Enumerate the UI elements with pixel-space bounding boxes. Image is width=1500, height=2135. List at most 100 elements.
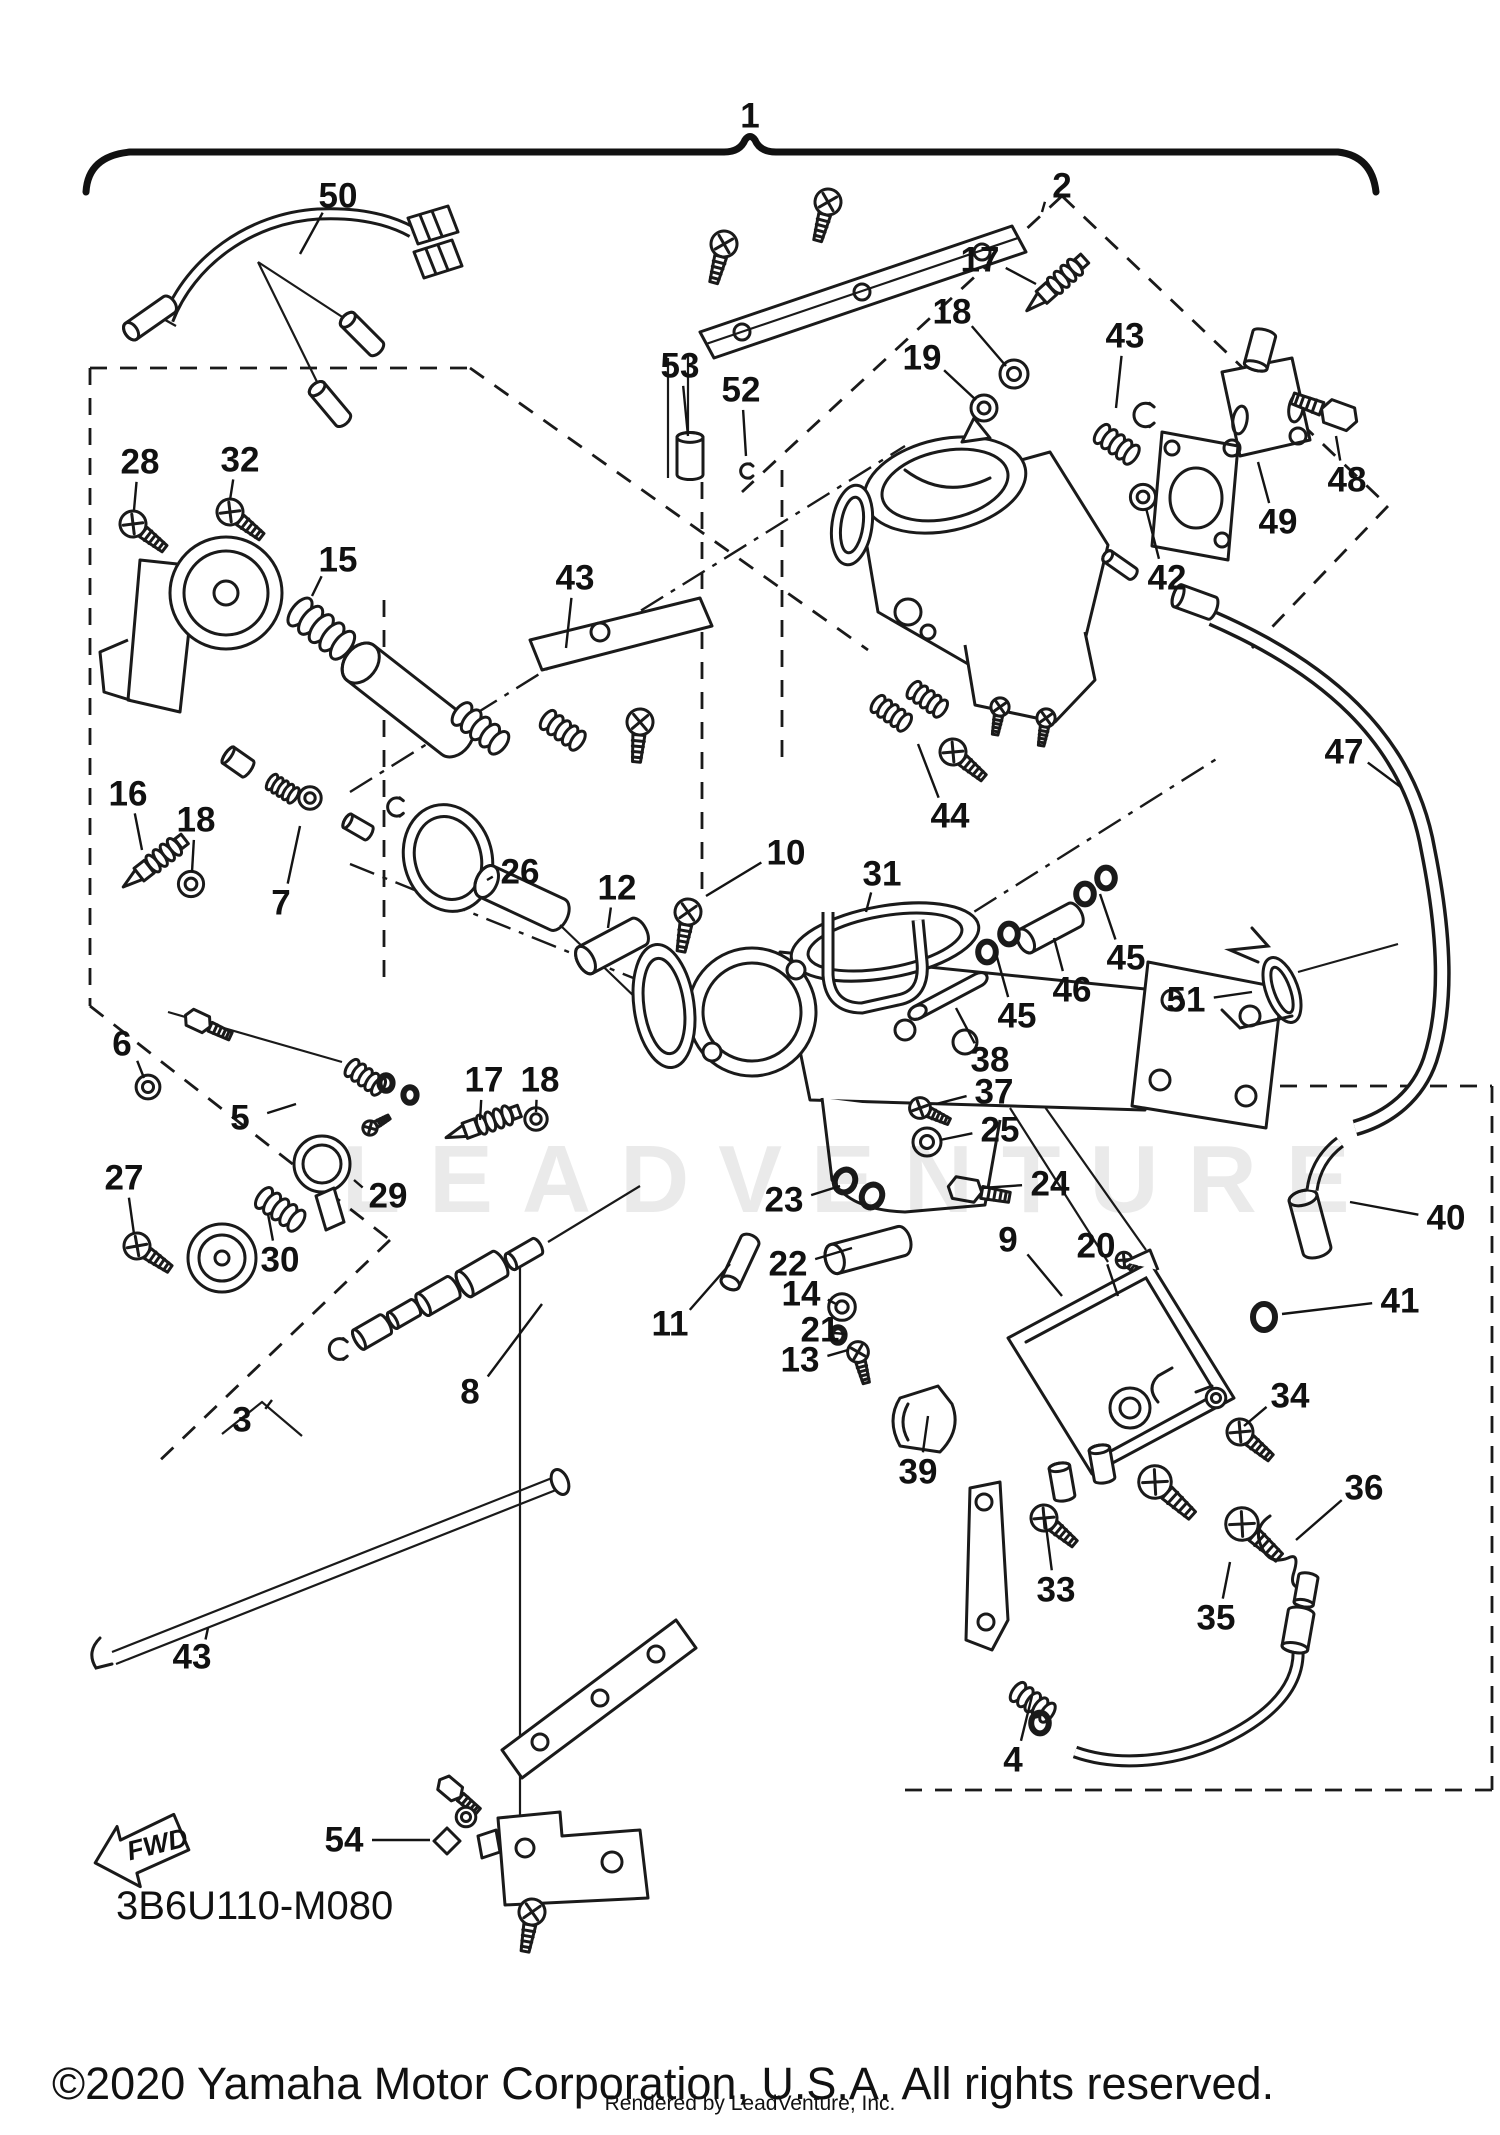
part-label-35: 35 [1197, 1599, 1236, 1638]
leader-line-51 [1213, 990, 1253, 999]
leader-line-18 [534, 1099, 538, 1113]
leader-line-9 [1026, 1253, 1063, 1297]
rendered-by-text: Rendered by LeadVenture, Inc. [604, 2092, 896, 2115]
leader-line-21 [833, 1331, 848, 1336]
part-label-5: 5 [230, 1099, 249, 1138]
part-label-43: 43 [556, 559, 595, 598]
throttle-rod-43 [92, 1467, 572, 1668]
part-label-47: 47 [1325, 733, 1364, 772]
part-label-14: 14 [782, 1275, 821, 1314]
leader-line-35 [1221, 1561, 1232, 1599]
part-label-3: 3 [232, 1401, 251, 1440]
part-label-17: 17 [465, 1061, 504, 1100]
part-label-46: 46 [1053, 971, 1092, 1010]
float-chamber-cover-20 [1008, 1250, 1234, 1504]
part-label-45: 45 [998, 997, 1037, 1036]
fuel-pipe-4 [1005, 1570, 1320, 1768]
leader-line-30 [266, 1213, 275, 1241]
part-label-16: 16 [109, 775, 148, 814]
leader-line-36 [1295, 1499, 1343, 1541]
part-label-45: 45 [1107, 939, 1146, 978]
upper-carburetor [675, 249, 1363, 790]
part-label-41: 41 [1381, 1282, 1420, 1321]
leader-line-5 [266, 1102, 297, 1115]
part-label-44: 44 [931, 797, 970, 836]
part-label-29: 29 [369, 1177, 408, 1216]
leader-line-7 [286, 825, 302, 884]
part-label-28: 28 [121, 443, 160, 482]
leader-line-11 [688, 1263, 731, 1311]
part-label-13: 13 [781, 1341, 820, 1380]
fuel-joint-40 [1253, 1136, 1345, 1330]
part-label-1: 1 [740, 97, 759, 136]
part-label-6: 6 [112, 1025, 131, 1064]
part-label-52: 52 [722, 371, 761, 410]
copyright-text: ©2020 Yamaha Motor Corporation, U.S.A. A… [52, 2058, 1275, 2109]
cable-holder-39 [893, 1386, 955, 1452]
leader-line-2 [1040, 201, 1047, 213]
part-label-39: 39 [899, 1453, 938, 1492]
leader-line-34 [1243, 1406, 1268, 1427]
leader-line-37 [935, 1094, 967, 1106]
part-label-12: 12 [598, 869, 637, 908]
fwd-arrow: FWD [88, 1811, 191, 1896]
leader-line-28 [132, 481, 138, 511]
leader-line-18 [190, 839, 196, 873]
bracket-screws-right [966, 1368, 1306, 1650]
part-label-27: 27 [105, 1159, 144, 1198]
throttle-bracket-43 [530, 598, 712, 765]
leadventure-watermark: LEADVENTURE [342, 1126, 1379, 1233]
part-label-18: 18 [521, 1061, 560, 1100]
part-label-49: 49 [1259, 503, 1298, 542]
part-label-31: 31 [863, 855, 902, 894]
leader-line-3 [264, 1399, 273, 1410]
leader-line-22 [814, 1246, 853, 1261]
leader-line-6 [136, 1060, 146, 1079]
part-label-21: 21 [801, 1311, 840, 1350]
leader-line-43 [564, 597, 573, 649]
fuel-pipe-row-8 [328, 1185, 641, 1361]
part-label-40: 40 [1427, 1199, 1466, 1238]
part-label-7: 7 [271, 884, 290, 923]
fwd-label: FWD [124, 1822, 191, 1866]
part-label-2: 2 [1052, 167, 1071, 206]
leader-line-8 [486, 1303, 543, 1378]
part-label-32: 32 [221, 441, 260, 480]
leader-line-45 [1098, 893, 1117, 940]
diaphragm-cover-group [100, 492, 515, 764]
leader-line-20 [1106, 1263, 1120, 1297]
leader-line-53 [681, 385, 690, 437]
wire-harness-50 [119, 206, 462, 431]
leader-line-29 [353, 1179, 364, 1189]
part-label-38: 38 [971, 1041, 1010, 1080]
leader-line-24 [981, 1183, 1023, 1190]
leader-line-23 [810, 1184, 841, 1197]
collar-orings-group [978, 868, 1115, 963]
assembly-bracket-1 [82, 133, 1380, 196]
part-label-4: 4 [1003, 1741, 1023, 1780]
leader-line-40 [1349, 1200, 1419, 1216]
leader-line-26 [486, 875, 494, 882]
bottom-bracket-54 [434, 1620, 696, 1956]
leader-line-43 [204, 1627, 210, 1640]
part-label-17: 17 [961, 241, 1000, 280]
part-label-20: 20 [1077, 1227, 1116, 1266]
leader-line-50 [298, 212, 324, 255]
slide-needle-group [115, 744, 641, 1003]
part-label-36: 36 [1345, 1469, 1384, 1508]
joint-pipe-31 [821, 912, 929, 1015]
leader-line-16 [133, 813, 144, 851]
part-label-25: 25 [981, 1111, 1020, 1150]
leader-line-10 [705, 861, 762, 898]
leader-line-17 [478, 1099, 483, 1121]
part-label-26: 26 [501, 853, 540, 892]
leader-line-32 [228, 479, 235, 501]
part-label-54: 54 [325, 1821, 364, 1860]
leader-line-17 [1005, 266, 1037, 286]
leader-lines [127, 201, 1419, 1842]
part-label-18: 18 [177, 801, 216, 840]
leader-line-31 [864, 892, 873, 913]
